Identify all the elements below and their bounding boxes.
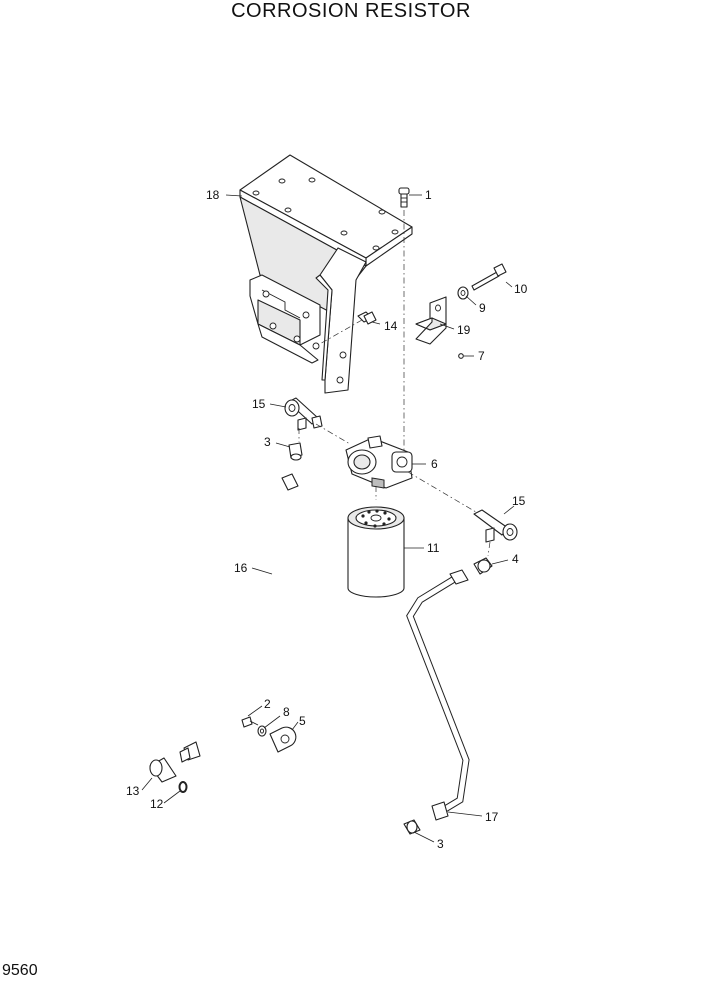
elbow-part-4[interactable] bbox=[473, 557, 493, 575]
mounting-bracket-part-18[interactable] bbox=[239, 154, 413, 394]
callout-11: 11 bbox=[427, 541, 440, 555]
callout-12: 12 bbox=[150, 797, 164, 811]
screw-part-2[interactable] bbox=[241, 716, 259, 728]
connector-part-3-lower[interactable] bbox=[403, 819, 421, 835]
callout-2: 2 bbox=[264, 697, 271, 711]
bolt-part-14[interactable] bbox=[317, 311, 377, 346]
callout-8: 8 bbox=[283, 705, 290, 719]
tee-fitting-part-15-right[interactable] bbox=[473, 509, 518, 543]
pipe-part-16[interactable] bbox=[179, 473, 299, 763]
callout-9: 9 bbox=[479, 301, 486, 315]
callout-15-right: 15 bbox=[512, 494, 526, 508]
washer-part-9[interactable] bbox=[457, 286, 469, 300]
callout-10: 10 bbox=[514, 282, 528, 296]
pipe-part-17[interactable] bbox=[406, 569, 470, 821]
nut-part-7[interactable] bbox=[458, 353, 464, 359]
tee-fitting-part-15-upper[interactable] bbox=[284, 397, 323, 431]
filter-element-part-11[interactable] bbox=[347, 506, 405, 598]
page-title: CORROSION RESISTOR bbox=[231, 0, 471, 22]
connector-part-3-upper[interactable] bbox=[288, 442, 303, 461]
callout-13: 13 bbox=[126, 784, 140, 798]
callout-labels: 1 2 3 3 4 5 6 7 8 9 10 11 12 13 14 15 15… bbox=[126, 188, 528, 851]
filter-head-part-6[interactable] bbox=[345, 435, 413, 489]
clamp-part-5[interactable] bbox=[269, 726, 297, 753]
callout-19: 19 bbox=[457, 323, 471, 337]
callout-17: 17 bbox=[485, 810, 499, 824]
page-number: 9560 bbox=[2, 962, 38, 979]
leader-lines bbox=[141, 194, 515, 843]
callout-3-upper: 3 bbox=[264, 435, 271, 449]
callout-5: 5 bbox=[299, 714, 306, 728]
long-bolt-part-10[interactable] bbox=[471, 263, 507, 291]
washer-part-8[interactable] bbox=[257, 725, 267, 737]
callout-4: 4 bbox=[512, 552, 519, 566]
callout-14: 14 bbox=[384, 319, 398, 333]
callout-1: 1 bbox=[425, 188, 432, 202]
bolt-part-1[interactable] bbox=[398, 187, 410, 208]
callout-7: 7 bbox=[478, 349, 485, 363]
o-ring-part-12[interactable] bbox=[178, 781, 188, 793]
callout-16: 16 bbox=[234, 561, 248, 575]
callout-15-upper: 15 bbox=[252, 397, 266, 411]
callout-3-lower: 3 bbox=[437, 837, 444, 851]
callout-6: 6 bbox=[431, 457, 438, 471]
elbow-part-13[interactable] bbox=[149, 757, 177, 783]
angle-bracket-part-19[interactable] bbox=[415, 296, 447, 345]
callout-18: 18 bbox=[206, 188, 220, 202]
